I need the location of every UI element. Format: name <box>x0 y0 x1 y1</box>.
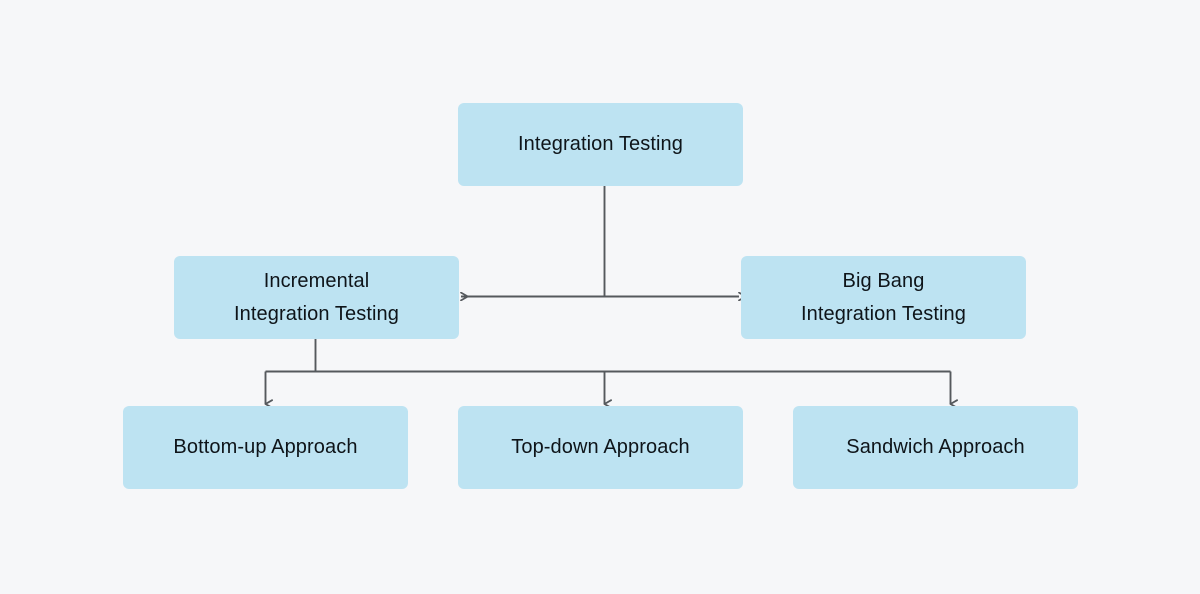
node-bottom-up-approach-label: Bottom-up Approach <box>173 436 358 459</box>
node-integration-testing-label: Integration Testing <box>518 133 683 156</box>
node-top-down-approach-label: Top-down Approach <box>511 436 690 459</box>
node-top-down-approach[interactable]: Top-down Approach <box>458 406 743 489</box>
node-big-bang-integration-testing-label: Big Bang Integration Testing <box>801 270 966 325</box>
node-big-bang-integration-testing[interactable]: Big Bang Integration Testing <box>741 256 1026 339</box>
node-sandwich-approach-label: Sandwich Approach <box>846 436 1025 459</box>
node-bottom-up-approach[interactable]: Bottom-up Approach <box>123 406 408 489</box>
node-incremental-integration-testing-label: Incremental Integration Testing <box>234 270 399 325</box>
node-incremental-integration-testing[interactable]: Incremental Integration Testing <box>174 256 459 339</box>
node-sandwich-approach[interactable]: Sandwich Approach <box>793 406 1078 489</box>
node-integration-testing[interactable]: Integration Testing <box>458 103 743 186</box>
